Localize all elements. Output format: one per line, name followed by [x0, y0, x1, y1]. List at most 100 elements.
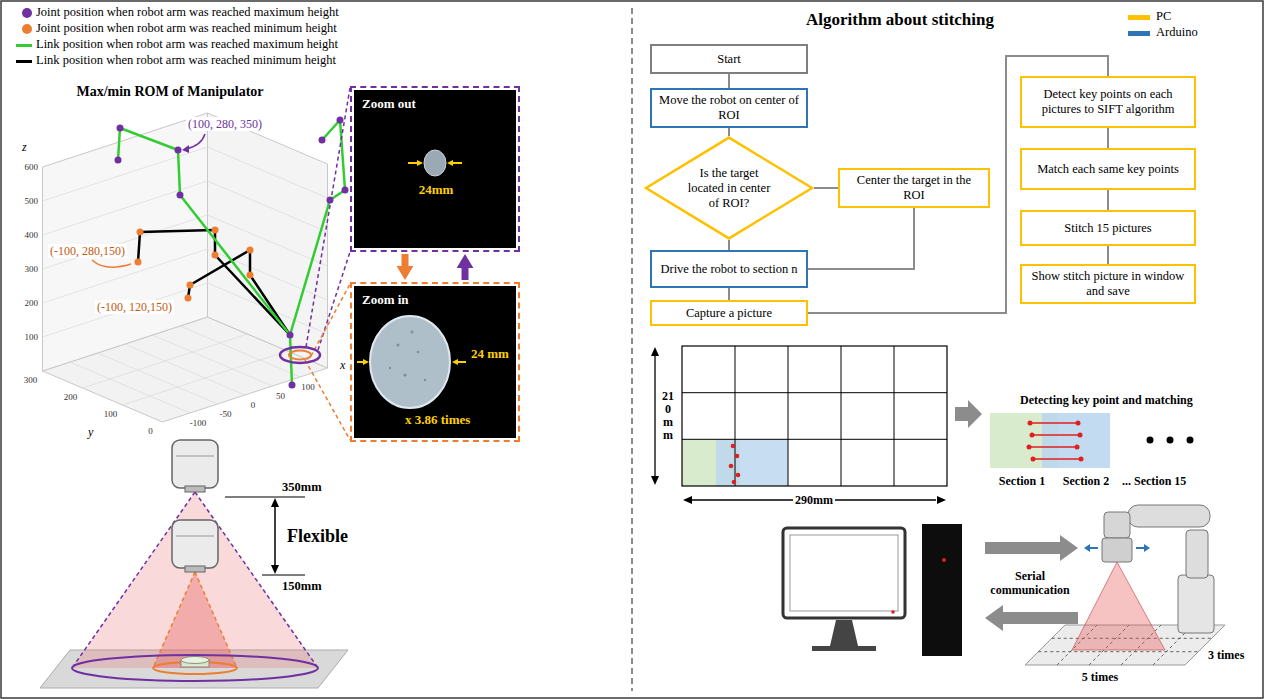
connector-line	[728, 128, 730, 136]
decision-diamond: Is the target located in center of ROI?	[644, 136, 814, 240]
axis-label: x	[340, 358, 345, 372]
connector-line	[728, 288, 730, 300]
connector	[729, 128, 730, 136]
process-text: Center the target in the ROI	[846, 173, 982, 203]
connector	[397, 254, 414, 280]
process-text: Detect key points on each pictures to SI…	[1028, 87, 1188, 117]
tick-label: 100	[301, 382, 315, 393]
scan-grid	[651, 346, 982, 504]
connector-line	[808, 208, 914, 269]
pc-process-box: Match each same key points	[1020, 148, 1196, 190]
dimension-label: 24 mm	[471, 346, 509, 362]
pc-process-box: Show stitch picture in window and save	[1020, 264, 1196, 304]
process-text-block: Start	[717, 52, 741, 67]
arduino-process-box: Drive the robot to section n	[650, 250, 808, 288]
pointer-arrow	[92, 260, 131, 267]
axis-label: z	[22, 140, 27, 154]
coordinate-label: (-100, 120,150)	[95, 300, 174, 314]
decision-text-block: Is the target located in center of ROI?	[683, 166, 775, 211]
legend-text: PC	[1156, 9, 1171, 24]
process-text: Stitch 15 pictures	[1064, 221, 1152, 236]
connector-line	[728, 240, 730, 250]
process-text-block: Drive the robot to section n	[660, 262, 797, 277]
tick-label: 300	[24, 375, 38, 386]
link-label: Serial communication	[982, 569, 1078, 598]
connector	[1108, 246, 1109, 264]
process-text-block: Detect key points on each pictures to SI…	[1028, 87, 1188, 117]
process-text: Drive the robot to section n	[660, 262, 797, 277]
connector-line	[1107, 246, 1109, 264]
process-text: Move the robot on center of ROI	[658, 93, 800, 123]
arduino-process-box: Move the robot on center of ROI	[650, 88, 808, 128]
zoom-photos	[354, 90, 516, 438]
connector-line	[814, 187, 838, 189]
diagram-title: Algorithm about stitching	[806, 10, 994, 30]
dimension-label: 290mm	[793, 493, 835, 507]
connector	[457, 254, 474, 280]
process-text-block: Move the robot on center of ROI	[658, 93, 800, 123]
tick-label: 0	[148, 426, 153, 437]
tick-label: 500	[25, 196, 39, 207]
connector	[808, 208, 914, 269]
process-text: Capture a picture	[686, 306, 772, 321]
legend-swatch	[1128, 31, 1150, 36]
section-label: Section 2	[1063, 474, 1109, 488]
process-text-block: Capture a picture	[686, 306, 772, 321]
tick-label: 200	[64, 392, 78, 403]
plot-grid	[43, 147, 328, 413]
pc-process-box: Detect key points on each pictures to SI…	[1020, 76, 1196, 128]
pc-process-box: Center the target in the ROI	[838, 168, 990, 208]
legend-line-sample	[16, 60, 32, 63]
robot-links	[118, 120, 345, 385]
legend-text: Joint position when robot arm was reache…	[36, 5, 339, 20]
legend-text: Joint position when robot arm was reache…	[36, 21, 337, 36]
tick-label: 100	[104, 409, 118, 420]
legend-swatch	[1128, 15, 1150, 20]
section-label: ... Section 15	[1122, 474, 1186, 488]
axis-label: y	[88, 425, 93, 439]
connector	[729, 240, 730, 250]
arrow-head	[397, 266, 414, 280]
keypoint-matching	[990, 413, 1194, 468]
tick-label: 50	[276, 391, 285, 402]
connector-line	[1107, 128, 1109, 148]
process-text-block: Stitch 15 pictures	[1064, 221, 1152, 236]
coordinate-label: (-100, 280,150)	[48, 244, 127, 258]
dimension-label: 24mm	[419, 182, 454, 198]
connector	[814, 188, 838, 189]
tick-label: 0	[251, 400, 256, 411]
plot-title: Max/min ROM of Manipulator	[76, 84, 263, 101]
connector-line	[728, 74, 730, 88]
process-text-block: Show stitch picture in window and save	[1028, 269, 1188, 299]
legend-line-sample	[16, 44, 32, 47]
tick-label: 100	[25, 332, 39, 343]
process-text: Show stitch picture in window and save	[1028, 269, 1188, 299]
count-label: 5 times	[1082, 670, 1118, 684]
pointer-head	[182, 145, 189, 153]
process-text-block: Match each same key points	[1037, 162, 1179, 177]
camera-illustration	[40, 440, 348, 688]
legend-swatch	[22, 24, 32, 34]
process-text: Match each same key points	[1037, 162, 1179, 177]
image-caption: Zoom out	[362, 96, 416, 112]
dimension-label: 350mm	[282, 480, 322, 495]
connector	[1108, 190, 1109, 210]
legend-swatch	[22, 8, 32, 18]
process-text-block: Center the target in the ROI	[846, 173, 982, 203]
pc-process-box: Stitch 15 pictures	[1020, 210, 1196, 246]
tick-label: 200	[25, 298, 39, 309]
dimension-label: 210mm	[662, 390, 674, 443]
dimension-label: 150mm	[282, 579, 322, 594]
emphasis-label: Flexible	[287, 526, 348, 548]
roi-marker	[280, 88, 350, 440]
legend-text: Link position when robot arm was reached…	[36, 37, 338, 52]
plot-panes	[43, 113, 328, 422]
image-caption: Zoom in	[362, 292, 409, 308]
legend-text: Arduino	[1156, 25, 1198, 40]
connector	[1108, 128, 1109, 148]
arrow-head	[457, 254, 474, 268]
zoom-in-image: Zoom in24 mmx 3.86 times	[350, 282, 520, 442]
tick-label: 600	[25, 162, 39, 173]
section-label: Section 1	[999, 474, 1045, 488]
